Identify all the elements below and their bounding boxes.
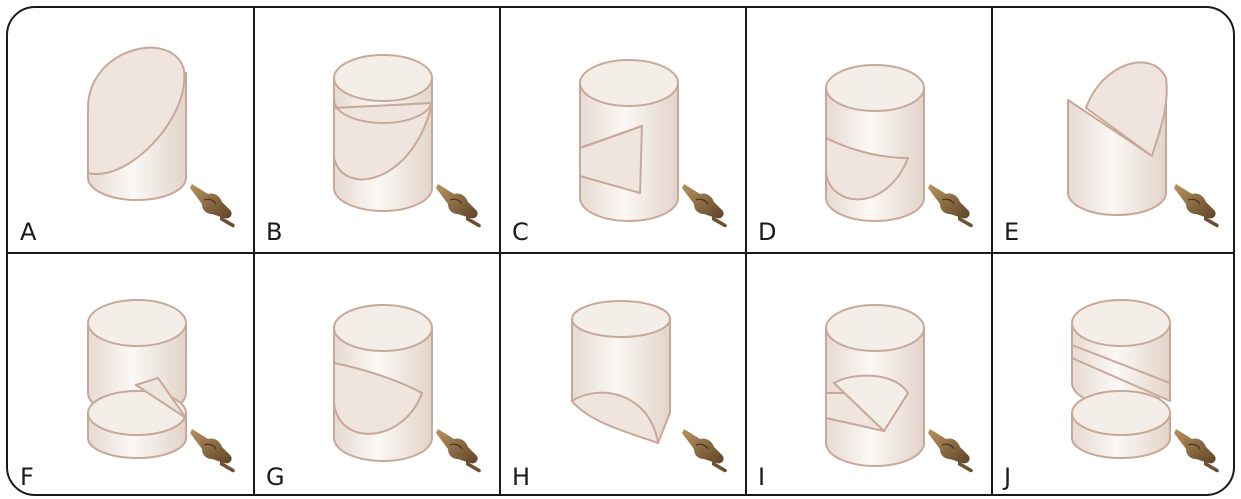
option-panel-i[interactable]: I xyxy=(758,304,973,491)
option-label: G xyxy=(266,463,285,491)
cylinder-diagonal-cut xyxy=(333,54,433,212)
option-label: B xyxy=(266,218,282,246)
cylinder-wedge-notch xyxy=(579,59,679,222)
cylinder-curved-cut xyxy=(825,64,925,222)
pointing-hand-icon[interactable] xyxy=(682,429,727,473)
pointing-hand-icon[interactable] xyxy=(682,184,727,228)
option-panel-g[interactable]: G xyxy=(266,304,481,491)
cylinder-split-wedge xyxy=(87,299,187,459)
board-frame xyxy=(6,6,1235,496)
grid-lines xyxy=(8,8,1233,494)
option-panel-h[interactable]: H xyxy=(512,300,727,491)
option-label: E xyxy=(1004,218,1019,246)
pointing-hand-icon[interactable] xyxy=(1174,184,1219,228)
option-label: H xyxy=(512,463,530,491)
option-label: I xyxy=(758,463,765,491)
pointing-hand-icon[interactable] xyxy=(1174,429,1219,473)
option-label: C xyxy=(512,218,529,246)
option-label: A xyxy=(20,218,37,246)
cylinder-flap-cut xyxy=(825,304,925,467)
option-label: D xyxy=(758,218,776,246)
pointing-hand-icon[interactable] xyxy=(436,184,481,228)
option-label: J xyxy=(1002,463,1011,491)
option-panel-d[interactable]: D xyxy=(758,64,973,246)
cylinder-z-cut xyxy=(1071,299,1171,459)
option-panel-c[interactable]: C xyxy=(512,59,727,246)
option-panel-j[interactable]: J xyxy=(1002,299,1219,491)
cylinder-slanted-top xyxy=(1067,61,1168,216)
option-panel-f[interactable]: F xyxy=(20,299,235,491)
pointing-hand-icon[interactable] xyxy=(928,184,973,228)
cylinder-oblique-top xyxy=(87,46,187,201)
pointing-hand-icon[interactable] xyxy=(436,429,481,473)
pointing-hand-icon[interactable] xyxy=(190,184,235,228)
option-label: F xyxy=(20,463,34,491)
option-panel-e[interactable]: E xyxy=(1004,61,1219,246)
cylinder-diagonal-cut-alt xyxy=(333,304,433,462)
pointing-hand-icon[interactable] xyxy=(190,429,235,473)
cylinder-slanted-bottom xyxy=(571,300,671,444)
option-panel-b[interactable]: B xyxy=(266,54,481,246)
option-panel-a[interactable]: A xyxy=(20,46,235,246)
pointing-hand-icon[interactable] xyxy=(928,429,973,473)
